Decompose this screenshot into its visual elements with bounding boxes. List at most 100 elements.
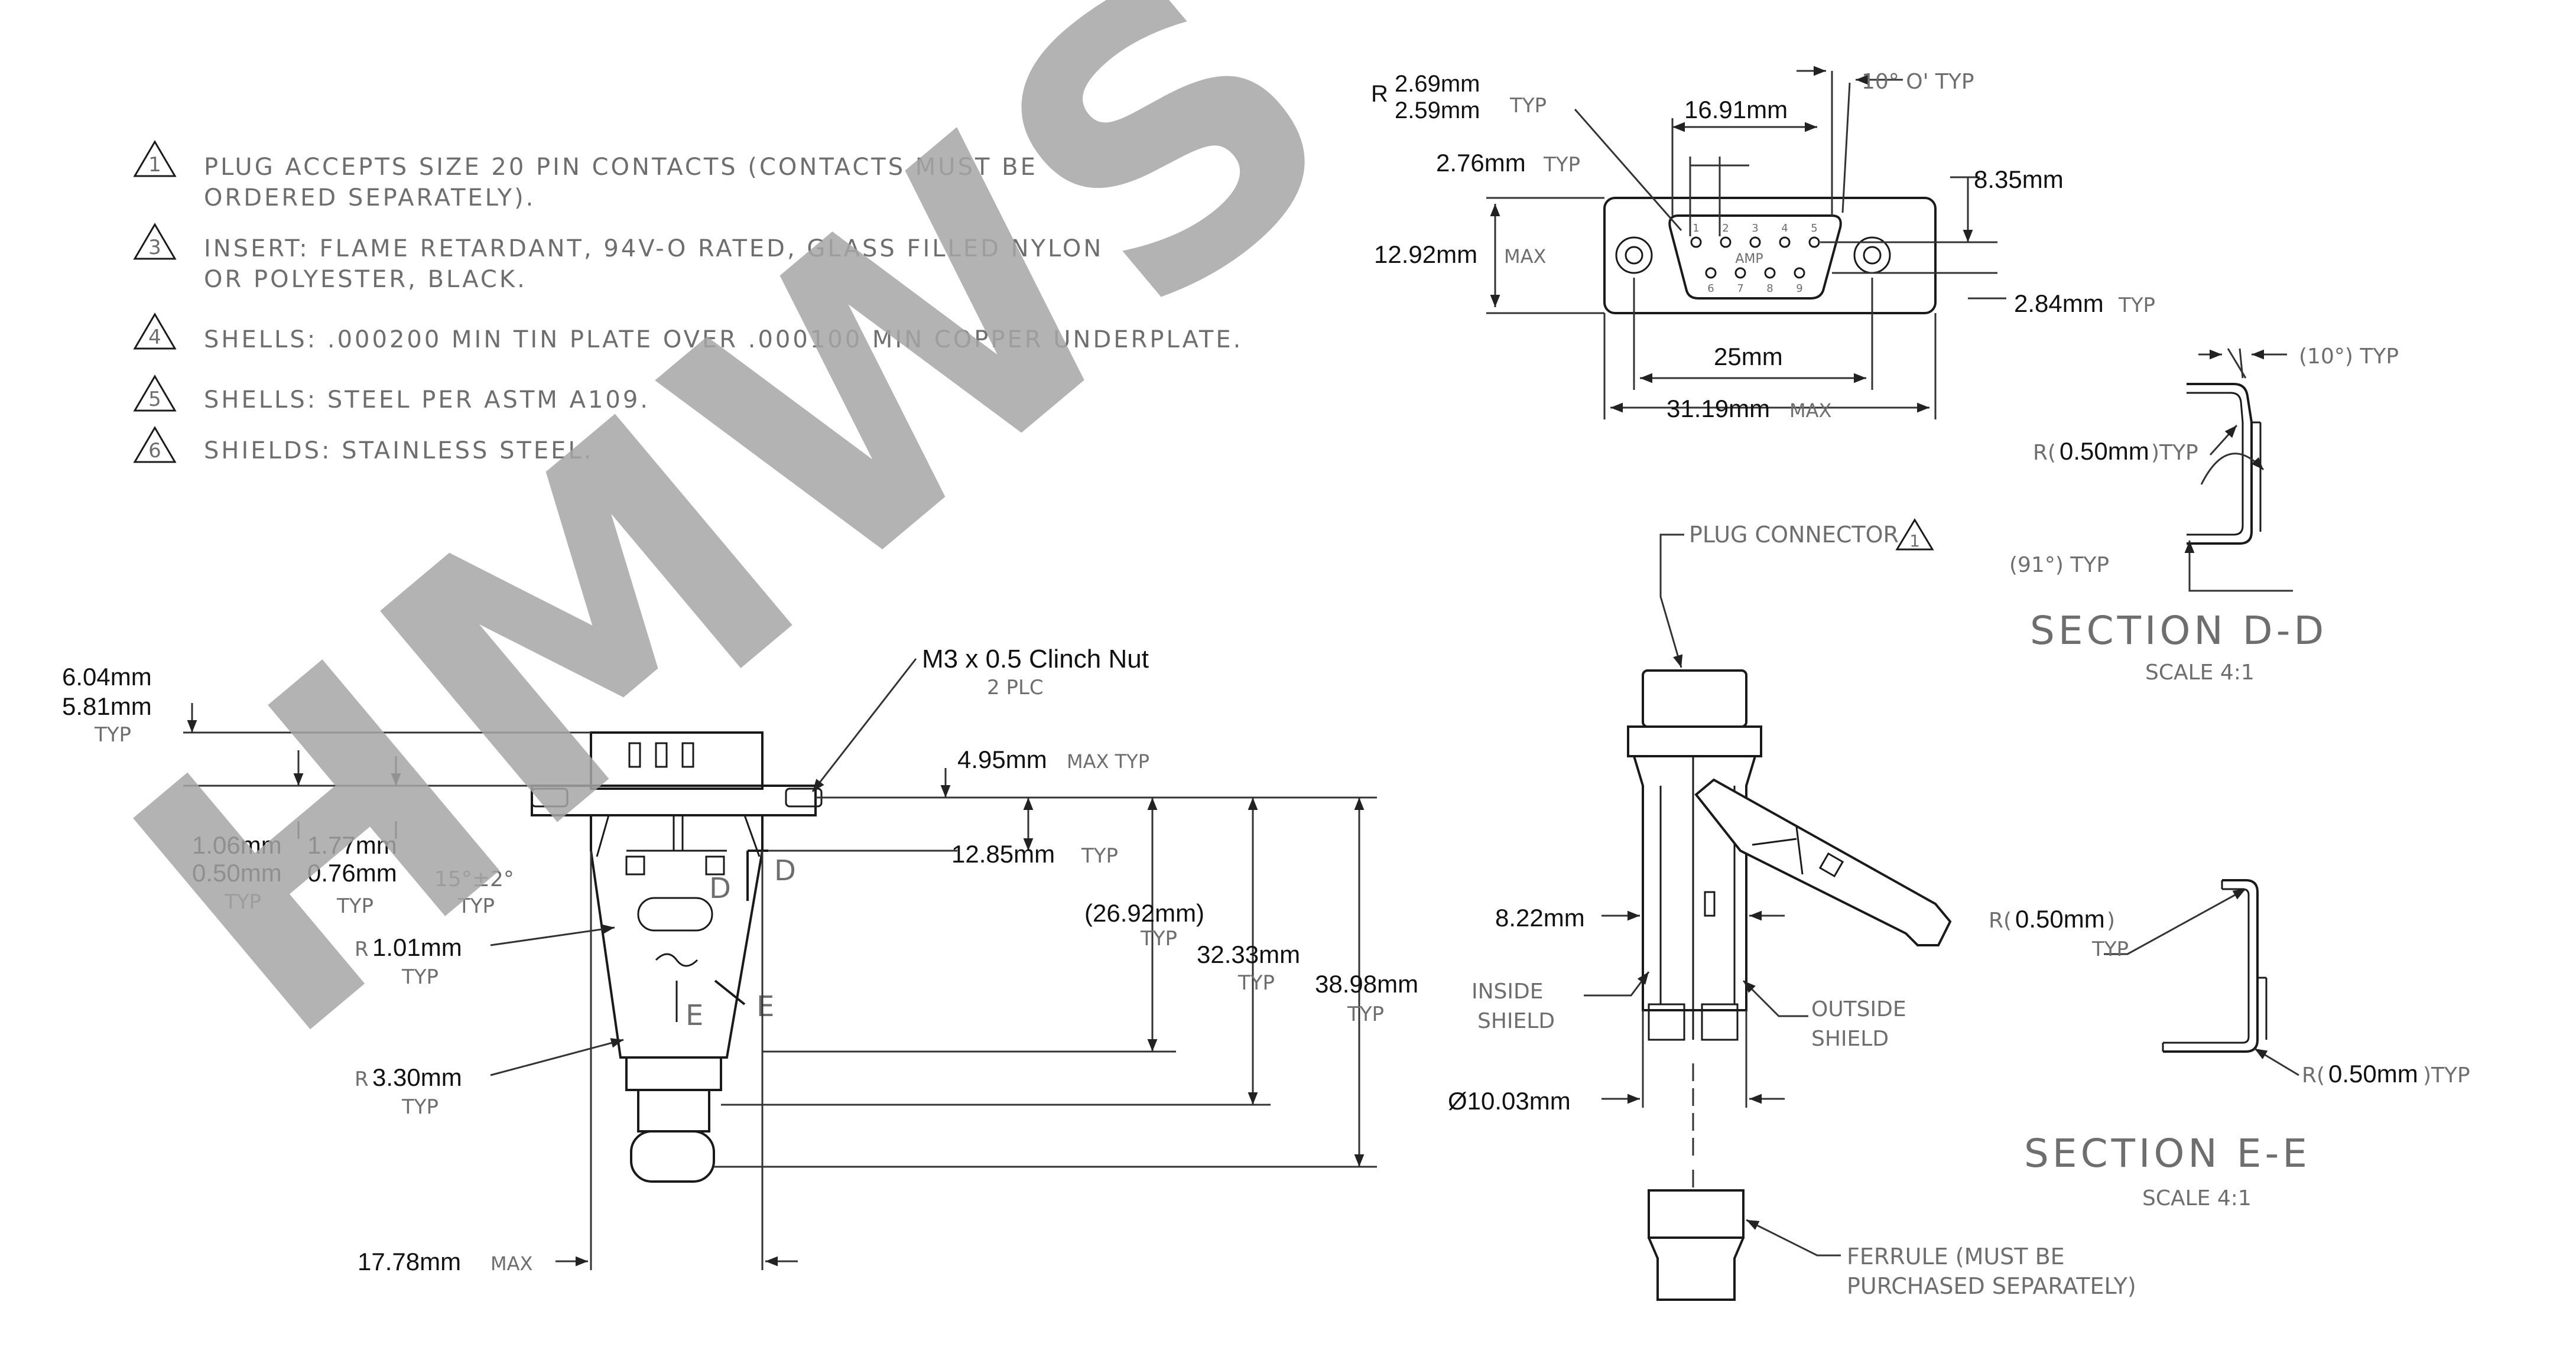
pin-pitch-label: 2.76mm <box>1436 149 1526 177</box>
svg-text:1: 1 <box>1693 222 1699 235</box>
dim-b-min-label: 0.76mm <box>307 859 397 887</box>
height-4-label: 38.98mm <box>1315 970 1418 998</box>
svg-text:R: R <box>355 1068 369 1091</box>
section-d-title: SECTION D-D <box>2030 608 2327 653</box>
overall-width-label: 31.19mm <box>1667 395 1770 422</box>
svg-text:TYP: TYP <box>224 890 261 914</box>
section-d-radius-label: 0.50mm <box>2059 437 2149 465</box>
crimp-ring <box>625 1056 722 1091</box>
svg-text:TYP: TYP <box>1140 927 1177 951</box>
backshell-width-label: 17.78mm <box>358 1248 461 1275</box>
svg-text:TYP: TYP <box>1509 94 1547 118</box>
svg-text:1: 1 <box>1909 531 1920 551</box>
inside-shield <box>1633 756 1756 1011</box>
svg-text:TYP: TYP <box>1081 844 1118 868</box>
row-offset-label: 8.35mm <box>1974 165 2064 193</box>
svg-text:MAX: MAX <box>1789 399 1831 422</box>
pin <box>1734 267 1746 279</box>
pin <box>1794 267 1805 279</box>
section-d-scale: SCALE 4:1 <box>2145 660 2255 685</box>
svg-text:9: 9 <box>1796 282 1802 295</box>
svg-text:7: 7 <box>1737 282 1743 295</box>
flange-thickness-min-label: 5.81mm <box>62 692 152 720</box>
ferrule-label: FERRULE (MUST BE <box>1847 1244 2065 1270</box>
clinch-nut-left <box>531 787 569 808</box>
connector-body <box>590 731 764 790</box>
front-view: 1 2 3 4 5 6 7 8 9 AMP <box>1371 66 2155 422</box>
note-text: ORDERED SEPARATELY). <box>204 184 535 211</box>
height-3-label: 32.33mm <box>1197 941 1300 968</box>
note-flag-icon <box>133 223 177 260</box>
svg-text:2: 2 <box>1722 222 1729 235</box>
svg-text:TYP: TYP <box>1543 153 1580 177</box>
note-number: 3 <box>148 236 161 259</box>
section-d-marker: D <box>774 854 796 887</box>
svg-text:)TYP: )TYP <box>2423 1063 2470 1088</box>
d-sub-shell <box>1668 214 1842 300</box>
radius-large-label: 3.30mm <box>372 1063 462 1091</box>
note-5: 5 SHELLS: STEEL PER ASTM A109. <box>133 375 648 414</box>
height-1-label: 12.85mm <box>951 840 1055 868</box>
note-number: 1 <box>148 153 161 177</box>
svg-text:4: 4 <box>1781 222 1788 235</box>
outside-shield-label: OUTSIDE <box>1811 997 1906 1021</box>
svg-text:PURCHASED SEPARATELY): PURCHASED SEPARATELY) <box>1847 1273 2136 1299</box>
plug-connector-label: PLUG CONNECTOR <box>1689 522 1899 548</box>
svg-text:E: E <box>686 999 703 1032</box>
shield-diameter-label: Ø10.03mm <box>1448 1087 1571 1115</box>
pin <box>1779 236 1791 248</box>
svg-text:R(: R( <box>1989 909 2012 933</box>
note-number: 4 <box>148 326 161 349</box>
radius-small-label: 1.01mm <box>372 933 462 961</box>
shield-width-label: 8.22mm <box>1495 904 1585 932</box>
note-flag-icon <box>133 140 177 177</box>
section-e-title: SECTION E-E <box>2024 1131 2311 1176</box>
cable <box>630 1130 715 1183</box>
svg-text:2 PLC: 2 PLC <box>987 676 1044 699</box>
svg-text:TYP: TYP <box>94 723 131 747</box>
cable-collar <box>637 1089 710 1133</box>
note-text: OR POLYESTER, BLACK. <box>204 266 527 293</box>
svg-text:): ) <box>2107 909 2115 933</box>
flange-thickness-max-label: 6.04mm <box>62 663 152 691</box>
assembly-view: PLUG CONNECTOR 1 8.22mm INSIDE SHIELD OU… <box>1448 518 2136 1301</box>
dim-a-min-label: 0.50mm <box>192 859 282 887</box>
side-view: D D E E 6.04mm 5.81mm TY <box>62 645 1418 1275</box>
note-flag-icon <box>133 375 177 412</box>
amp-marking: AMP <box>1735 252 1763 266</box>
svg-text:SHIELD: SHIELD <box>1477 1009 1555 1033</box>
note-number: 6 <box>148 439 161 463</box>
connector-flange <box>1603 197 1937 314</box>
pin <box>1690 236 1702 248</box>
note-text: PLUG ACCEPTS SIZE 20 PIN CONTACTS (CONTA… <box>204 154 1038 181</box>
taper-angle-label: 15°±2° <box>434 867 514 891</box>
svg-text:TYP: TYP <box>336 894 373 918</box>
svg-text:TYP: TYP <box>1237 971 1275 995</box>
backshell-offset-label: 4.95mm <box>957 746 1047 773</box>
svg-text:R(: R( <box>2033 441 2056 465</box>
strain-relief-slot <box>637 897 713 932</box>
flange-height-label: 12.92mm <box>1374 240 1477 268</box>
note-text: SHELLS: .000200 MIN TIN PLATE OVER .0001… <box>204 326 1243 353</box>
note-4: 4 SHELLS: .000200 MIN TIN PLATE OVER .00… <box>133 313 1243 353</box>
height-2-label: (26.92mm) <box>1084 899 1204 927</box>
note-text: INSERT: FLAME RETARDANT, 94V-O RATED, GL… <box>204 235 1103 262</box>
notes-block: 1 PLUG ACCEPTS SIZE 20 PIN CONTACTS (CON… <box>133 140 1243 464</box>
section-e-radius-2-label: 0.50mm <box>2328 1060 2418 1088</box>
svg-text:MAX: MAX <box>490 1252 532 1275</box>
note-text: SHIELDS: STAINLESS STEEL. <box>204 437 593 464</box>
note-flag-icon <box>133 313 177 350</box>
flank-angle-label: 10° O' TYP <box>1862 70 1974 94</box>
section-d-angle-bottom-label: (91°) TYP <box>2009 553 2109 577</box>
svg-text:TYP: TYP <box>457 894 495 918</box>
row-gap-label: 2.84mm <box>2014 289 2104 317</box>
svg-text:R(: R( <box>2302 1063 2325 1088</box>
pin-row-top: 1 2 3 4 5 <box>1690 222 1820 248</box>
plug-connector <box>1642 669 1747 728</box>
section-e-scale: SCALE 4:1 <box>2142 1186 2252 1210</box>
dim-a-max-label: 1.06mm <box>192 831 282 859</box>
radius-min-label: 2.59mm <box>1395 97 1480 123</box>
pin <box>1705 267 1717 279</box>
section-d-angle-top-label: (10°) TYP <box>2299 344 2399 369</box>
